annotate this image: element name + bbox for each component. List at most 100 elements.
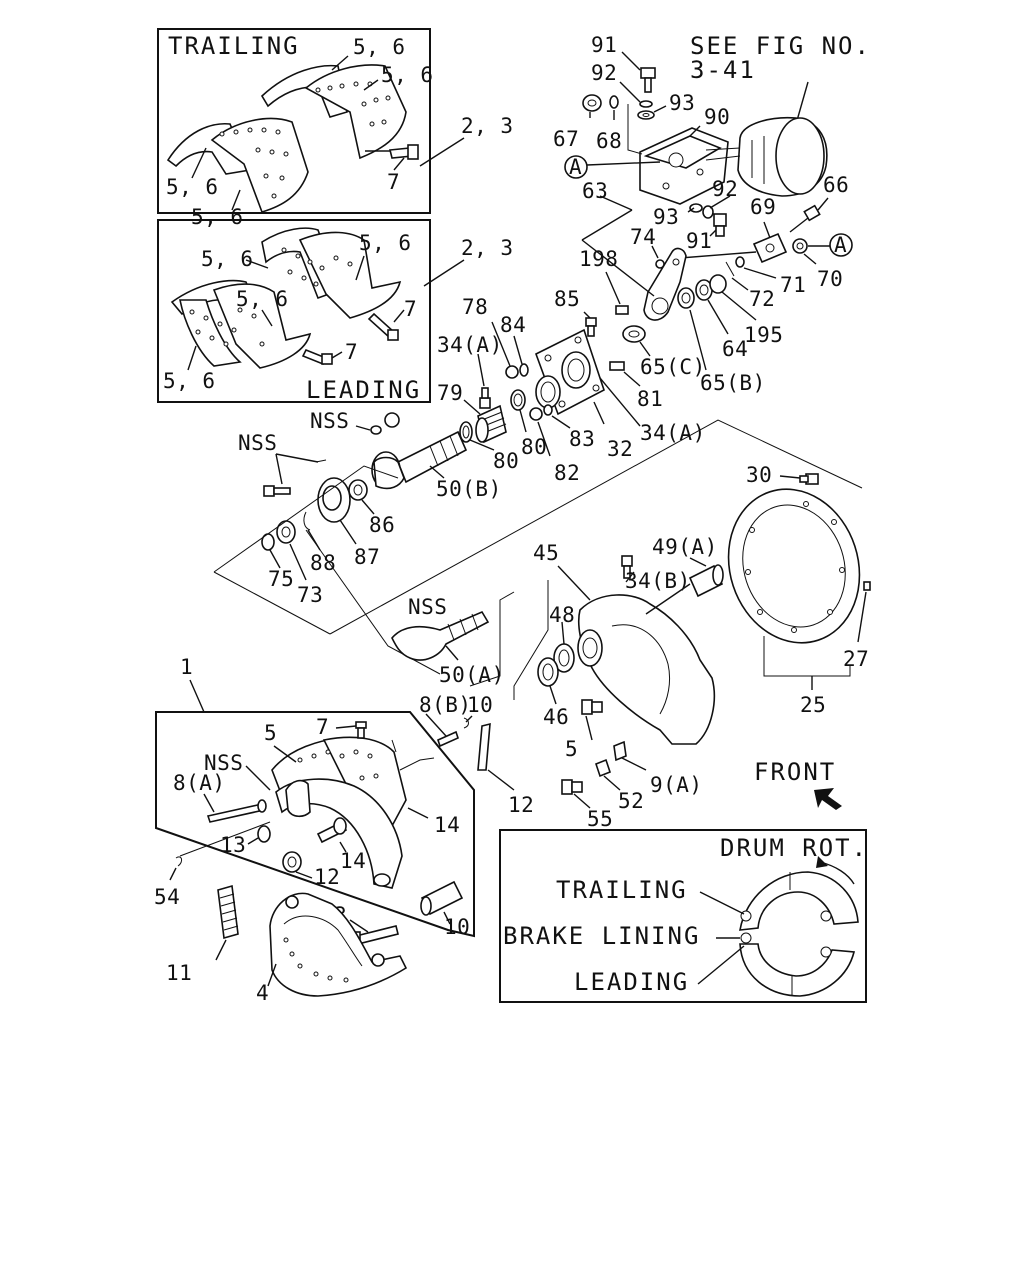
callout-label: 74 <box>630 225 656 249</box>
inset-leading-heading: LEADING <box>306 376 421 404</box>
callout-label: 1 <box>180 655 193 679</box>
slack-adjuster-group: 66 69 A 71 70 72 63 74 <box>579 173 853 395</box>
front-arrow-icon <box>814 788 842 810</box>
callout-label: 45 <box>533 541 559 565</box>
callout-label: 55 <box>587 807 613 831</box>
callout-label: 68 <box>596 129 622 153</box>
callout-label: 86 <box>369 513 395 537</box>
callout-label: 70 <box>817 267 843 291</box>
callout-label: NSS <box>408 595 447 619</box>
inset-trailing-heading: TRAILING <box>168 32 300 60</box>
callout-label: NSS <box>310 409 349 433</box>
shoe-assembly-group: 1 7 8(B) 10 12 5 NSS 14 <box>154 655 534 1005</box>
drum-rot-title: DRUM ROT. <box>720 834 868 862</box>
see-fig-text: SEE FIG NO. <box>690 32 871 60</box>
callout-label: 8(B) <box>419 693 472 717</box>
callout-label: 78 <box>462 295 488 319</box>
callout-label: 93 <box>653 205 679 229</box>
callout-label: 72 <box>749 287 775 311</box>
callout-label: 7 <box>404 297 417 321</box>
callout-label: 5, 6 <box>163 369 216 393</box>
camshaft-bracket-group: 85 81 32 34(A) 78 84 82 83 80 80 34(A) <box>437 287 705 485</box>
callout-label: 12 <box>508 793 534 817</box>
callout-label: 48 <box>549 603 575 627</box>
callout-label: 5 <box>565 737 578 761</box>
callout-label: 14 <box>434 813 460 837</box>
fig-no-text: 3-41 <box>690 56 756 84</box>
callout-label: 195 <box>744 323 783 347</box>
callout-label: 27 <box>843 647 869 671</box>
callout-label: 9(A) <box>650 773 703 797</box>
callout-label: 69 <box>750 195 776 219</box>
callout-label: 85 <box>554 287 580 311</box>
callout-label: 5, 6 <box>166 175 219 199</box>
legend-brake-lining: BRAKE LINING <box>503 922 700 950</box>
drum-rotation-legend: DRUM ROT. TRAILING BRAKE LINING LEADING <box>499 829 868 1003</box>
callout-label: 2, 3 <box>461 236 514 260</box>
callout-label: 50(B) <box>436 477 502 501</box>
dust-shield-group: 30 27 25 <box>727 463 871 717</box>
callout-label: 46 <box>543 705 569 729</box>
callout-label: 34(A) <box>437 333 503 357</box>
callout-label: 80 <box>493 449 519 473</box>
legend-leading: LEADING <box>574 968 689 996</box>
callout-label: 67 <box>553 127 579 151</box>
spider-group: 45 34(B) 48 46 49(A) 5 55 9(A) 52 <box>513 535 724 831</box>
callout-label: 7 <box>316 715 329 739</box>
callout-label: 34(B) <box>625 569 691 593</box>
callout-label: 91 <box>591 33 617 57</box>
callout-label: 52 <box>618 789 644 813</box>
inset-leading-linings: LEADING 5, 6 5, 6 5, 6 5, 6 7 7 <box>157 219 431 404</box>
callout-label: 65(B) <box>700 371 766 395</box>
callout-label: 82 <box>554 461 580 485</box>
callout-label: 79 <box>437 381 463 405</box>
callout-label: 11 <box>166 961 192 985</box>
callout-label: 91 <box>686 229 712 253</box>
callout-label: 63 <box>582 179 608 203</box>
callout-label: 83 <box>569 427 595 451</box>
callout-label: 5, 6 <box>359 231 412 255</box>
callout-label: 93 <box>669 91 695 115</box>
front-label: FRONT <box>754 758 836 786</box>
callout-label: 198 <box>579 247 618 271</box>
callout-label: 5, 6 <box>191 205 244 229</box>
callout-label: 90 <box>704 105 730 129</box>
camshaft-group: NSS 50(B) 86 87 88 NSS 75 73 <box>213 409 863 675</box>
callout-label: 5, 6 <box>236 287 289 311</box>
legend-trailing: TRAILING <box>556 876 688 904</box>
callout-label: 14 <box>340 849 366 873</box>
callout-label: 92 <box>712 177 738 201</box>
callout-label: 49(A) <box>652 535 718 559</box>
callout-label: 50(A) <box>439 663 505 687</box>
callout-label: 81 <box>637 387 663 411</box>
callout-label: NSS <box>204 751 243 775</box>
callout-label: 5, 6 <box>353 35 406 59</box>
callout-label: 73 <box>297 583 323 607</box>
callout-label: NSS <box>238 431 277 455</box>
callout-label: 10 <box>467 693 493 717</box>
callout-label: 8(A) <box>173 771 226 795</box>
callout-label: 10 <box>444 915 470 939</box>
chamber-bracket-group: SEE FIG NO. 3-41 A <box>553 32 871 253</box>
callout-label: 87 <box>354 545 380 569</box>
inset-trailing-linings: TRAILING 5, 6 5, 6 5, 6 5, 6 7 <box>157 28 434 229</box>
callout-label: 7 <box>387 170 400 194</box>
callout-label: 5, 6 <box>381 63 434 87</box>
callout-label: 84 <box>500 313 526 337</box>
callout-label: A <box>834 233 847 257</box>
callout-label: 5, 6 <box>201 247 254 271</box>
callout-label: 71 <box>780 273 806 297</box>
callout-label: 88 <box>310 551 336 575</box>
callout-label: 13 <box>220 833 246 857</box>
callout-label: 66 <box>823 173 849 197</box>
callout-label: 2, 3 <box>461 114 514 138</box>
callout-label: 92 <box>591 61 617 85</box>
callout-label: A <box>569 155 582 179</box>
callout-label: 75 <box>268 567 294 591</box>
callout-label: 12 <box>314 865 340 889</box>
callout-label: 32 <box>607 437 633 461</box>
callout-label: 80 <box>521 435 547 459</box>
camshaft-50a-group: NSS 50(A) <box>391 591 515 687</box>
callout-label: 30 <box>746 463 772 487</box>
